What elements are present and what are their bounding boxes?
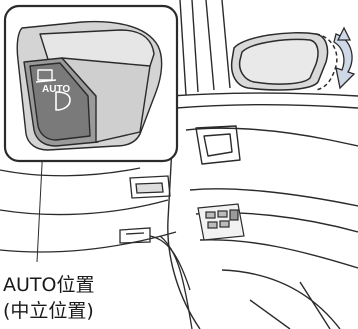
mirror-fold-arrow-icon — [334, 28, 354, 88]
callout-line-1: AUTO位置 — [3, 272, 94, 298]
magnified-inset: AUTO — [5, 6, 177, 161]
switch-auto-label: AUTO — [42, 84, 70, 95]
callout-line-2: (中立位置) — [3, 298, 94, 324]
auto-position-callout: AUTO位置 (中立位置) — [3, 272, 94, 324]
window-switch-cluster — [198, 204, 244, 240]
side-mirror — [232, 33, 337, 90]
mirror-control-switch — [17, 22, 161, 150]
